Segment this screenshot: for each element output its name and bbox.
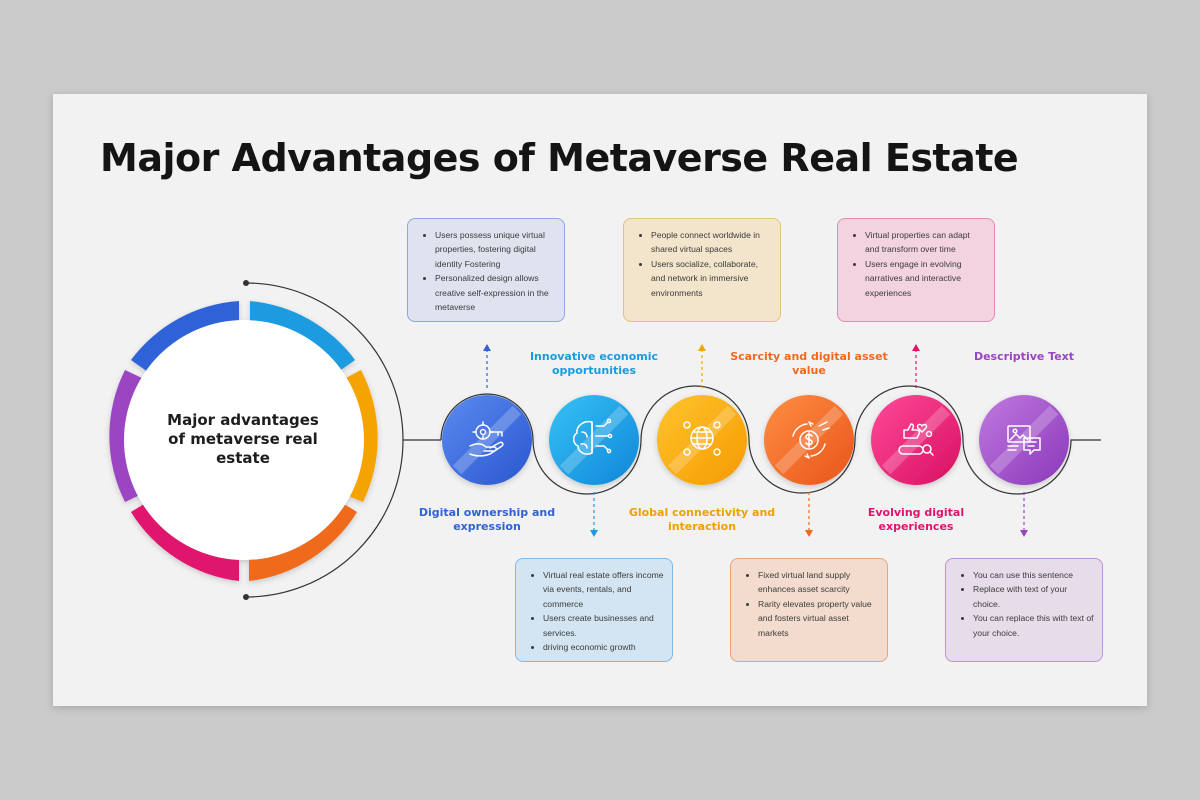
item-1-bullet-2: Personalized design allows creative self… [435, 271, 556, 314]
dollar-coin-arrows-icon [792, 421, 830, 459]
item-6-bullet-2: Replace with text of your choice. [973, 582, 1094, 611]
item-heading-1: Digital ownership and expression [418, 506, 556, 533]
item-box-4: Fixed virtual land supply enhances asset… [730, 558, 888, 662]
item-5-bullet-1: Virtual properties can adapt and transfo… [865, 228, 986, 257]
node-circle-3 [657, 395, 747, 485]
item-box-2: Virtual real estate offers income via ev… [515, 558, 673, 662]
arrowhead-1 [483, 344, 491, 351]
item-box-5: Virtual properties can adapt and transfo… [837, 218, 995, 322]
image-chat-icon [1007, 425, 1041, 455]
node-circle-5 [871, 395, 961, 485]
brain-circuit-icon [573, 418, 613, 455]
item-2-bullet-2: Users create businesses and services. [543, 611, 664, 640]
item-heading-5: Evolving digital experiences [867, 506, 965, 533]
item-5-bullet-2: Users engage in evolving narratives and … [865, 257, 986, 300]
node-circle-2 [549, 395, 639, 485]
item-box-3: People connect worldwide in shared virtu… [623, 218, 781, 322]
item-box-1: Users possess unique virtual properties,… [407, 218, 565, 322]
slide-title: Major Advantages of Metaverse Real Estat… [100, 136, 1019, 180]
segment-ring [109, 301, 378, 581]
item-3-bullet-2: Users socialize, collaborate, and networ… [651, 257, 772, 300]
hand-gear-key-icon [469, 421, 504, 457]
item-3-bullet-1: People connect worldwide in shared virtu… [651, 228, 772, 257]
diagram [109, 280, 1101, 600]
item-2-bullet-3: driving economic growth [543, 640, 664, 654]
node-highlights [452, 405, 1059, 475]
item-6-bullet-1: You can use this sentence [973, 568, 1094, 582]
arrowheads [483, 344, 1028, 537]
arc-end-dot-top [243, 280, 249, 286]
item-box-6: You can use this sentenceReplace with te… [945, 558, 1103, 662]
slide: Major Advantages of Metaverse Real Estat… [53, 94, 1147, 706]
item-heading-6: Descriptive Text [973, 350, 1075, 363]
item-1-bullet-1: Users possess unique virtual properties,… [435, 228, 556, 271]
arrows [486, 350, 1025, 531]
node-circle-1 [442, 395, 532, 485]
node-circles [442, 395, 1069, 485]
item-heading-3: Global connectivity and interaction [628, 506, 776, 533]
wave-line [440, 385, 1101, 495]
social-search-icon [898, 423, 934, 456]
globe-people-icon [683, 421, 721, 456]
item-heading-4: Scarcity and digital asset value [730, 350, 888, 377]
arrowhead-6 [1020, 530, 1028, 537]
item-2-bullet-1: Virtual real estate offers income via ev… [543, 568, 664, 611]
item-6-bullet-3: You can replace this with text of your c… [973, 611, 1094, 640]
arrowhead-5 [912, 344, 920, 351]
center-circle [124, 320, 364, 560]
arrowhead-2 [590, 530, 598, 537]
item-heading-2: Innovative economic opportunities [529, 350, 659, 377]
center-label: Major advantages of metaverse real estat… [167, 411, 319, 467]
item-4-bullet-2: Rarity elevates property value and foste… [758, 597, 879, 640]
arrowhead-3 [698, 344, 706, 351]
arc-end-dot-bottom [243, 594, 249, 600]
item-4-bullet-1: Fixed virtual land supply enhances asset… [758, 568, 879, 597]
arrowhead-4 [805, 530, 813, 537]
